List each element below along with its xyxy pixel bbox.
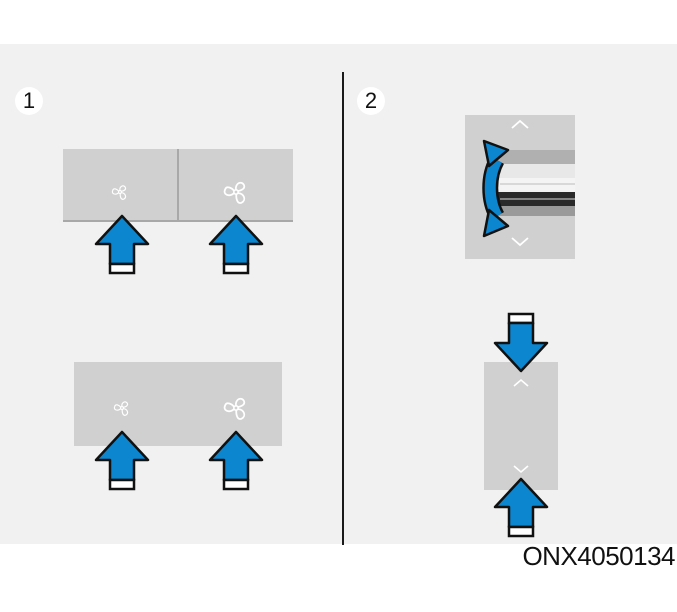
arrow-up-icon [94, 214, 150, 275]
vertical-rocker-button [484, 362, 558, 490]
two-button-fan-control [63, 149, 293, 275]
arrow-up-icon [208, 214, 264, 275]
chevron-up-icon [511, 119, 529, 129]
figure-code: ONX4050134 [522, 541, 675, 571]
rotate-arrow-icon [482, 139, 510, 238]
chevron-down-icon [513, 465, 529, 474]
fan-decrease-button [63, 149, 177, 221]
wheel-knob [492, 150, 575, 216]
chevron-up-icon [513, 378, 529, 387]
panel-divider [342, 72, 344, 545]
chevron-down-icon [511, 237, 529, 247]
rocker-fan-control [74, 362, 282, 491]
step-1-badge: 1 [15, 87, 43, 115]
vertical-rocker-control [484, 312, 558, 538]
scroll-wheel-control [465, 115, 575, 259]
step-2-badge: 2 [357, 87, 385, 115]
fan-rocker-button [74, 362, 282, 446]
